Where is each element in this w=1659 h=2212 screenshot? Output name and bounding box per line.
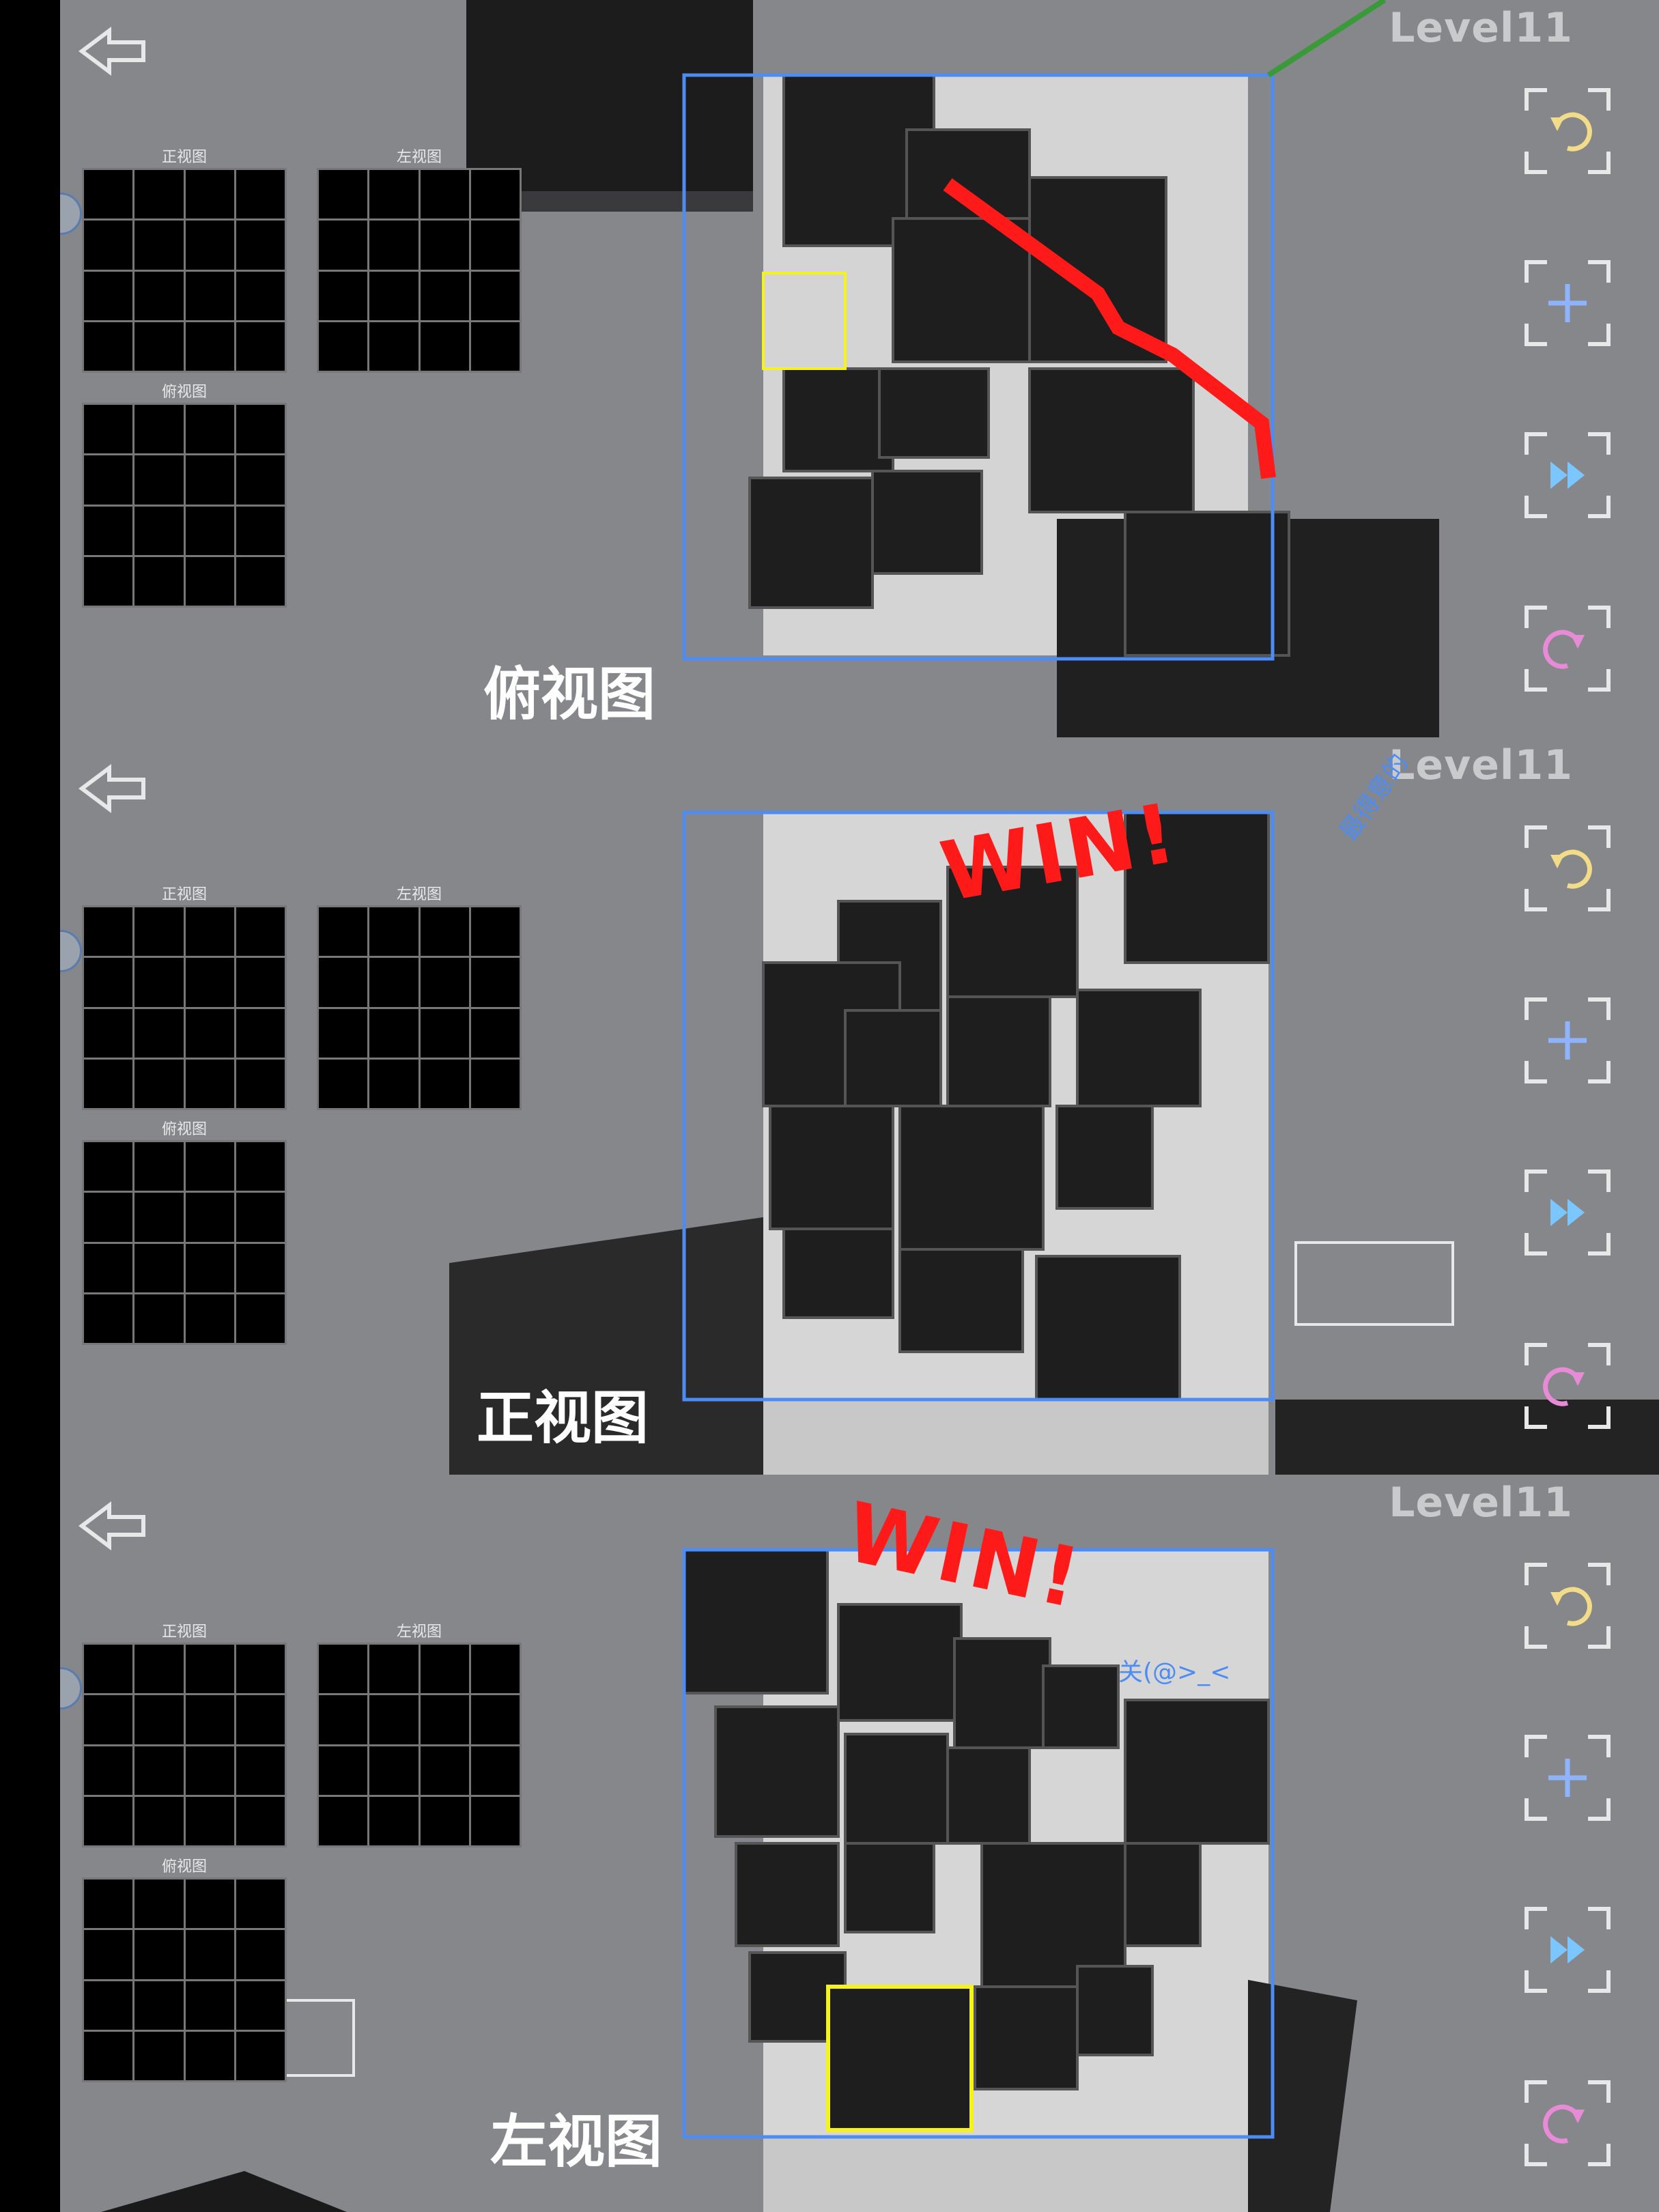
back-button[interactable]	[75, 20, 150, 82]
game-scene[interactable]	[60, 1475, 1659, 2212]
view-caption: 正视图	[477, 1384, 649, 1451]
top-view-label: 俯视图	[161, 384, 207, 401]
view-caption: 俯视图	[483, 660, 656, 728]
back-button[interactable]	[75, 758, 150, 819]
back-arrow-icon	[79, 1501, 145, 1550]
game-scene[interactable]	[60, 737, 1659, 1475]
back-arrow-icon	[79, 27, 145, 76]
undo-arrow-icon	[1525, 1563, 1611, 1649]
left-view-label: 左视图	[396, 886, 442, 903]
fast-forward-button[interactable]	[1520, 1165, 1615, 1260]
reset-arrow-icon	[1525, 1343, 1611, 1429]
add-button[interactable]	[1520, 1730, 1615, 1826]
front-view-grid[interactable]	[82, 168, 287, 373]
undo-arrow-icon	[1525, 825, 1611, 911]
undo-button[interactable]	[1520, 1558, 1615, 1654]
undo-button[interactable]	[1520, 83, 1615, 179]
handwritten-note: 关(@>_<	[1118, 1658, 1231, 1686]
plus-icon	[1525, 997, 1611, 1083]
top-view-grid[interactable]	[82, 1877, 287, 2082]
front-view-label: 正视图	[161, 886, 207, 903]
front-view-label: 正视图	[161, 149, 207, 166]
level-label: Level11	[1389, 741, 1573, 789]
reset-button[interactable]	[1520, 2075, 1615, 2171]
back-arrow-icon	[79, 764, 145, 813]
fast-forward-icon	[1525, 1907, 1611, 1993]
back-button[interactable]	[75, 1495, 150, 1557]
panel-left-view: Level11 WIN! 关(@>_< 正视图 左视图 俯视图 左视图	[60, 1475, 1659, 2212]
view-caption: 左视图	[490, 2108, 663, 2175]
level-label: Level11	[1389, 1479, 1573, 1527]
front-view-grid[interactable]	[82, 1643, 287, 1847]
fast-forward-icon	[1525, 432, 1611, 518]
top-view-grid[interactable]	[82, 403, 287, 608]
reset-button[interactable]	[1520, 1338, 1615, 1434]
fast-forward-button[interactable]	[1520, 1902, 1615, 1998]
level-label: Level11	[1389, 4, 1573, 52]
add-button[interactable]	[1520, 255, 1615, 351]
undo-button[interactable]	[1520, 821, 1615, 916]
plus-icon	[1525, 260, 1611, 346]
left-view-label: 左视图	[396, 1623, 442, 1641]
left-view-grid[interactable]	[317, 1643, 522, 1847]
reset-arrow-icon	[1525, 606, 1611, 692]
reset-button[interactable]	[1520, 601, 1615, 696]
top-view-label: 俯视图	[161, 1121, 207, 1138]
left-black-bar	[0, 0, 60, 2212]
add-button[interactable]	[1520, 993, 1615, 1088]
game-scene[interactable]	[60, 0, 1659, 737]
panel-front-view: Level11 WIN! 最得意的 正视图 左视图 俯视图 正视图	[60, 737, 1659, 1475]
plus-icon	[1525, 1735, 1611, 1821]
left-view-label: 左视图	[396, 149, 442, 166]
front-view-label: 正视图	[161, 1623, 207, 1641]
top-view-label: 俯视图	[161, 1858, 207, 1875]
top-view-grid[interactable]	[82, 1140, 287, 1345]
front-view-grid[interactable]	[82, 905, 287, 1110]
undo-arrow-icon	[1525, 88, 1611, 174]
panel-top-view: Level11 正视图 左视图 俯视图 俯视图	[60, 0, 1659, 737]
fast-forward-icon	[1525, 1169, 1611, 1256]
fast-forward-button[interactable]	[1520, 427, 1615, 523]
left-view-grid[interactable]	[317, 905, 522, 1110]
left-view-grid[interactable]	[317, 168, 522, 373]
reset-arrow-icon	[1525, 2080, 1611, 2166]
